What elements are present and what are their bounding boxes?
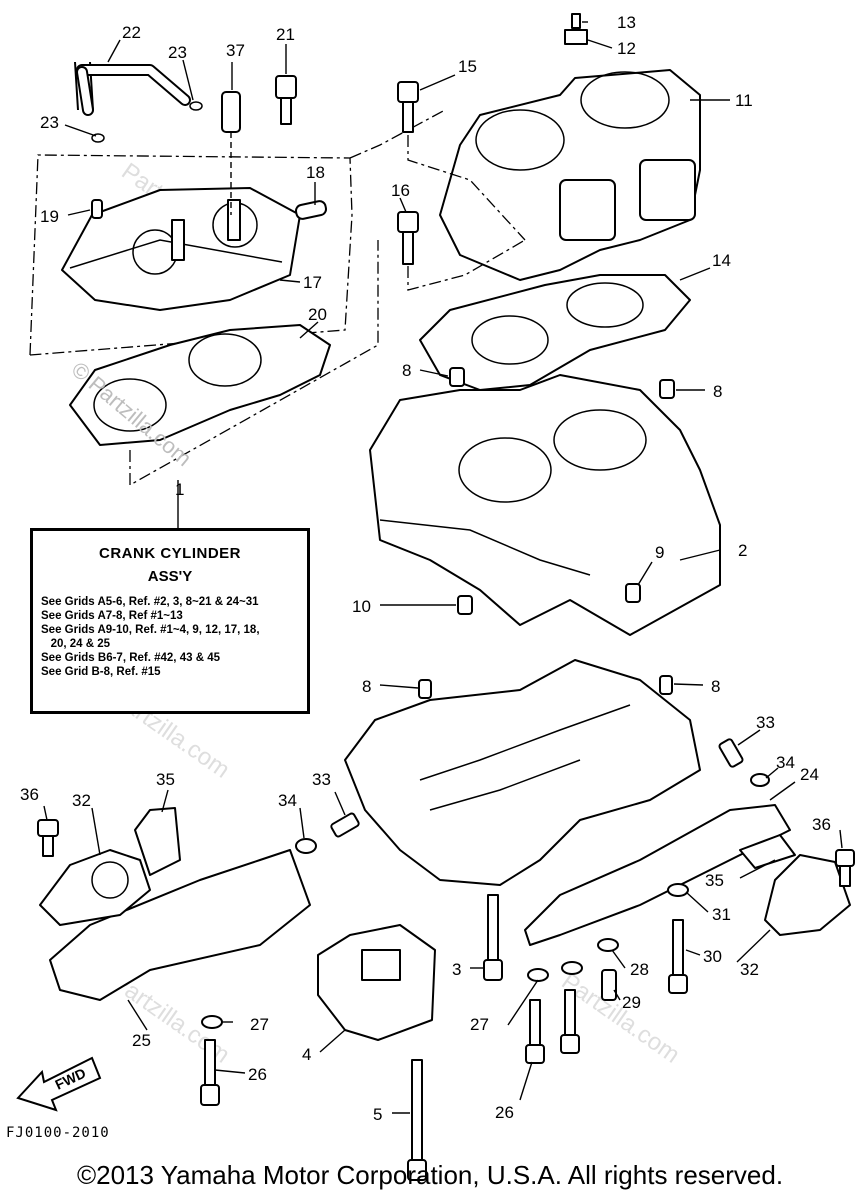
dowel bbox=[625, 583, 641, 603]
callout-34: 34 bbox=[776, 753, 795, 772]
callout-21: 21 bbox=[276, 25, 295, 44]
dowel bbox=[659, 379, 675, 399]
callout-8: 8 bbox=[362, 677, 371, 696]
shim bbox=[134, 807, 181, 876]
assy-ref-line: See Grids B6-7, Ref. #42, 43 & 45 bbox=[41, 652, 220, 664]
callout-24: 24 bbox=[800, 765, 819, 784]
copyright-notice: ©2013 Yamaha Motor Corporation, U.S.A. A… bbox=[76, 1160, 784, 1190]
callout-27: 27 bbox=[250, 1015, 269, 1034]
dowel bbox=[659, 675, 673, 695]
head-gasket bbox=[69, 324, 331, 446]
assy-ref-line: 20, 24 & 25 bbox=[41, 638, 111, 650]
gasket-dash bbox=[129, 240, 379, 487]
bolt-16 bbox=[397, 211, 419, 233]
callout-23: 23 bbox=[40, 113, 59, 132]
leader-lines bbox=[43, 21, 843, 1114]
mount-bracket-front bbox=[49, 849, 311, 1001]
hose-clip bbox=[91, 133, 105, 143]
callout-8: 8 bbox=[711, 677, 720, 696]
callout-11: 11 bbox=[735, 91, 753, 110]
callout-5: 5 bbox=[373, 1105, 382, 1124]
callout-1: 1 bbox=[175, 480, 184, 499]
forward-arrow-icon: FWD bbox=[16, 1056, 102, 1112]
pin bbox=[294, 200, 328, 220]
callout-8: 8 bbox=[402, 361, 411, 380]
assy-ref-line: See Grids A7-8, Ref #1~13 bbox=[41, 610, 183, 622]
engine-mount-center bbox=[317, 924, 436, 1041]
callout-32: 32 bbox=[740, 960, 759, 979]
callout-22: 22 bbox=[122, 23, 141, 42]
callout-20: 20 bbox=[308, 305, 327, 324]
fitting bbox=[221, 91, 241, 133]
dowel bbox=[457, 595, 473, 615]
callout-25: 25 bbox=[132, 1031, 151, 1050]
lower-crankcase bbox=[344, 659, 701, 886]
engine-mount-right bbox=[764, 854, 851, 936]
callout-3: 3 bbox=[452, 960, 461, 979]
bolts bbox=[37, 738, 855, 1181]
callout-18: 18 bbox=[306, 163, 325, 182]
callout-29: 29 bbox=[622, 993, 641, 1012]
screw bbox=[571, 13, 581, 29]
callout-8: 8 bbox=[713, 382, 722, 401]
callout-15: 15 bbox=[458, 57, 477, 76]
plug-bolt-shank bbox=[280, 97, 292, 125]
callout-36: 36 bbox=[812, 815, 831, 834]
callout-14: 14 bbox=[712, 251, 731, 270]
head-group bbox=[29, 61, 446, 356]
callout-13: 13 bbox=[617, 13, 636, 32]
callout-26: 26 bbox=[248, 1065, 267, 1084]
assy-title: CRANK CYLINDER bbox=[99, 545, 241, 562]
callout-16: 16 bbox=[391, 181, 410, 200]
dowel bbox=[91, 199, 103, 219]
shim bbox=[739, 834, 796, 869]
mount-bracket-rear bbox=[524, 804, 791, 946]
callout-17: 17 bbox=[303, 273, 322, 292]
callout-36: 36 bbox=[20, 785, 39, 804]
assembly-reference-box: CRANK CYLINDER ASS'Y See Grids A5-6, Ref… bbox=[30, 528, 310, 714]
callout-37: 37 bbox=[226, 41, 245, 60]
cylinder-block bbox=[439, 13, 701, 281]
upper-crankcase bbox=[369, 374, 721, 636]
callout-10: 10 bbox=[352, 597, 371, 616]
callout-35: 35 bbox=[705, 871, 724, 890]
callout-26: 26 bbox=[495, 1103, 514, 1122]
head-group-connector bbox=[349, 109, 446, 159]
callout-31: 31 bbox=[712, 905, 731, 924]
assy-ref-line: See Grid B-8, Ref. #15 bbox=[41, 666, 161, 678]
callout-30: 30 bbox=[703, 947, 722, 966]
assy-ref-line: See Grids A9-10, Ref. #1~4, 9, 12, 17, 1… bbox=[41, 624, 260, 636]
callout-2: 2 bbox=[738, 541, 747, 560]
bracket bbox=[564, 29, 588, 45]
callout-35: 35 bbox=[156, 770, 175, 789]
callout-34: 34 bbox=[278, 791, 297, 810]
figure-code: FJ0100-2010 bbox=[6, 1125, 110, 1141]
bolt-15 bbox=[397, 81, 419, 103]
dowel bbox=[418, 679, 432, 699]
callout-33: 33 bbox=[312, 770, 331, 789]
plug-bolt-head bbox=[275, 75, 297, 99]
callout-23: 23 bbox=[168, 43, 187, 62]
callout-28: 28 bbox=[630, 960, 649, 979]
callout-12: 12 bbox=[617, 39, 636, 58]
hose-clip bbox=[189, 101, 203, 111]
callout-33: 33 bbox=[756, 713, 775, 732]
callout-32: 32 bbox=[72, 791, 91, 810]
cylinder-gasket bbox=[419, 274, 691, 391]
callouts: 1 2 3 4 5 8 8 8 8 9 10 11 12 13 14 15 16… bbox=[20, 13, 831, 1124]
callout-19: 19 bbox=[40, 207, 59, 226]
callout-27: 27 bbox=[470, 1015, 489, 1034]
dowel bbox=[449, 367, 465, 387]
callout-4: 4 bbox=[302, 1045, 311, 1064]
engine-mount-left bbox=[39, 849, 151, 926]
assy-ref-line: See Grids A5-6, Ref. #2, 3, 8~21 & 24~31 bbox=[41, 596, 259, 608]
callout-9: 9 bbox=[655, 543, 664, 562]
washers bbox=[201, 773, 770, 1029]
assy-subtitle: ASS'Y bbox=[147, 568, 193, 585]
